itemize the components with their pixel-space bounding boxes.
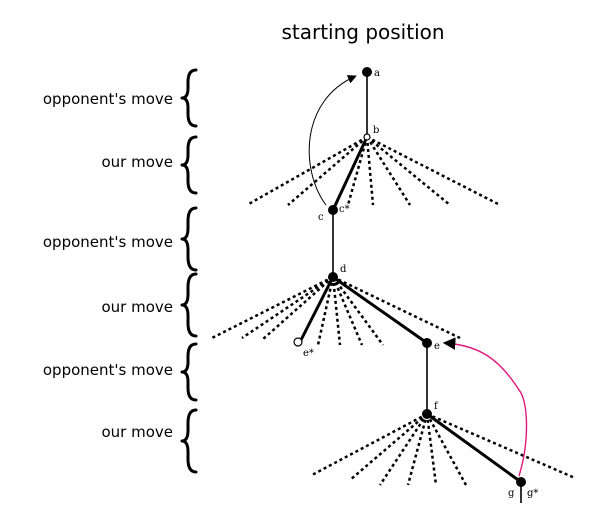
brace-2 <box>180 135 198 195</box>
node-label-e: e <box>434 341 440 352</box>
row-label-2: our move <box>101 153 173 171</box>
return-arc-g-to-e <box>442 337 528 477</box>
node-c-star <box>328 205 338 215</box>
brace-4 <box>180 272 198 338</box>
diagram-title: starting position <box>281 20 444 44</box>
row-label-1: opponent's move <box>43 90 173 108</box>
node-label-c: c <box>318 212 324 223</box>
row-label-4: our move <box>101 298 173 316</box>
node-d <box>328 272 338 282</box>
brace-5 <box>180 342 198 402</box>
brace-1 <box>180 68 198 128</box>
node-label-g: g <box>508 488 515 499</box>
return-arc-c-to-a <box>308 75 357 206</box>
node-b <box>363 133 371 141</box>
brace-3 <box>180 206 198 272</box>
node-a <box>362 67 372 77</box>
row-label-6: our move <box>101 423 173 441</box>
row-label-5: opponent's move <box>43 361 173 379</box>
moves-from-f <box>311 412 576 486</box>
node-e-star <box>293 337 303 347</box>
row-label-3: opponent's move <box>43 233 173 251</box>
moves-from-d <box>211 275 461 346</box>
node-label-e-star: e* <box>303 348 314 359</box>
moves-from-b <box>246 135 501 207</box>
node-label-f: f <box>434 401 439 412</box>
node-label-b: b <box>373 125 379 136</box>
node-g <box>516 477 526 487</box>
node-label-d: d <box>340 264 347 275</box>
node-f <box>422 409 432 419</box>
node-label-a: a <box>374 68 380 79</box>
brace-6 <box>180 408 198 474</box>
node-e <box>422 338 432 348</box>
node-label-c-star: c* <box>339 204 350 215</box>
node-label-g-star: g* <box>527 488 538 499</box>
principal-line <box>299 72 522 503</box>
